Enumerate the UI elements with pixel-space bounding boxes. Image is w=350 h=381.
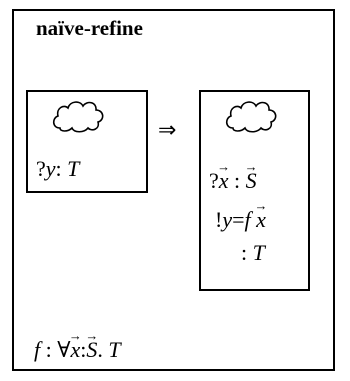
- right-goal-line2: !y=f x: [215, 209, 266, 231]
- right-goal-box: ?x : S !y=f x : T: [199, 90, 310, 291]
- left-goal-box: ?y: T: [26, 90, 148, 193]
- cloud-icon: [225, 101, 277, 133]
- cloud-icon: [52, 101, 104, 133]
- right-goal-line3: : T: [241, 240, 265, 265]
- function-signature: f : ∀x:S. T: [34, 339, 121, 361]
- rule-title: naïve-refine: [36, 16, 143, 40]
- implies-arrow: ⇒: [158, 118, 177, 143]
- right-goal-line1: ?x : S: [209, 170, 257, 192]
- left-goal-line: ?y: T: [36, 156, 80, 181]
- rule-frame: [12, 9, 335, 371]
